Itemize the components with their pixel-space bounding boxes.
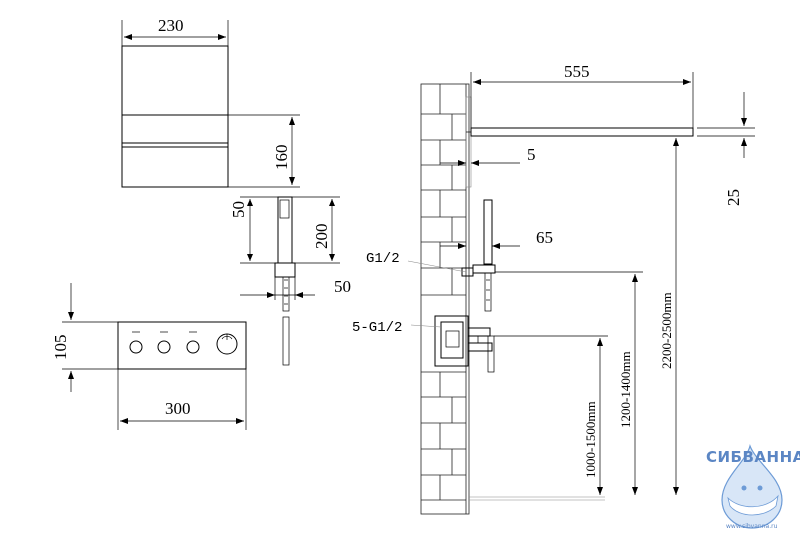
dim-arm-length: 555 [564,62,590,81]
dim-panel-width: 300 [165,399,191,418]
label-thread-valve: 5-G1/2 [352,320,402,336]
control-knob-1 [129,340,143,354]
watermark-brand: СИБВАННА [706,448,800,466]
dim-handset-length: 200 [312,224,331,250]
shower-head-front-view: 230 160 [121,16,300,188]
dim-arm-gap: 5 [527,145,536,164]
dim-panel-height: 105 [51,335,70,361]
dim-handset-head: 50 [229,201,248,218]
control-panel-view: 105 300 [51,283,247,430]
dim-handset-offset: 65 [536,228,553,247]
dim-range-holder: 1200-1400mm [618,351,633,428]
wall-section [420,83,605,515]
control-knob-3 [186,340,200,354]
sibvanna-watermark: СИБВАННА www.sibvanna.ru [706,443,800,530]
dim-handset-base: 50 [334,277,351,296]
watermark-url: www.sibvanna.ru [726,523,778,530]
dim-range-head: 2200-2500mm [659,292,674,369]
label-thread-outlet: G1/2 [366,251,400,267]
dim-range-outlet: 1000-1500mm [583,401,598,478]
dim-arm-thickness: 25 [724,189,743,206]
dim-top-height: 160 [272,145,291,171]
control-knob-2 [157,340,171,354]
hand-shower-view: 50 200 50 [229,196,351,366]
shower-arm: 555 5 25 [440,62,755,206]
hand-shower-mounted: 65 G1/2 [366,199,553,312]
dim-top-width: 230 [158,16,184,35]
concealed-valve: 5-G1/2 [352,315,495,373]
height-dimensions: 1000-1500mm 1200-1400mm 2200-2500mm [494,138,679,495]
